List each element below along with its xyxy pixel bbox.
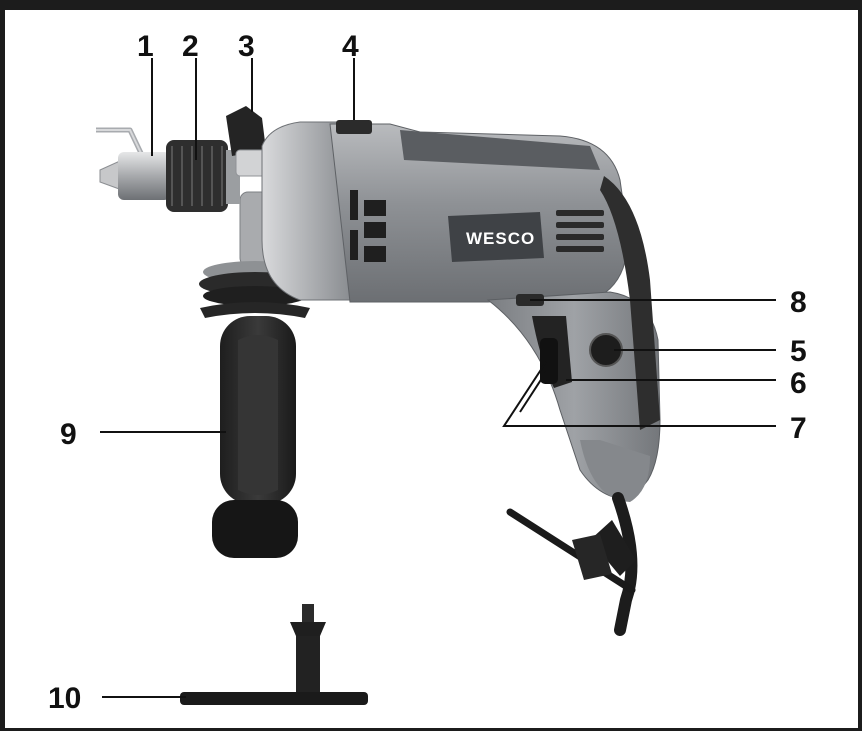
callout-2: 2	[182, 30, 199, 63]
callout-8: 8	[790, 286, 807, 319]
callout-1: 1	[137, 30, 154, 63]
right-border	[858, 0, 862, 731]
callout-7: 7	[790, 412, 807, 445]
drill-body	[329, 123, 629, 303]
power-cord	[590, 492, 638, 636]
callout-5: 5	[790, 335, 807, 368]
callout-lines	[100, 58, 776, 698]
top-border	[0, 0, 862, 10]
gear-housing	[261, 121, 351, 301]
callout-9: 9	[60, 418, 77, 451]
chuck	[99, 140, 240, 212]
callout-3: 3	[238, 30, 255, 63]
callout-6: 6	[790, 367, 807, 400]
callout-4: 4	[342, 30, 359, 63]
cord-key-holder	[506, 508, 636, 594]
left-border	[0, 0, 5, 731]
mode-selector	[336, 120, 372, 134]
callout-10: 10	[48, 682, 81, 715]
chuck-key	[180, 604, 368, 705]
brand-logo: WESCO	[466, 229, 535, 248]
bottom-border	[0, 728, 862, 731]
